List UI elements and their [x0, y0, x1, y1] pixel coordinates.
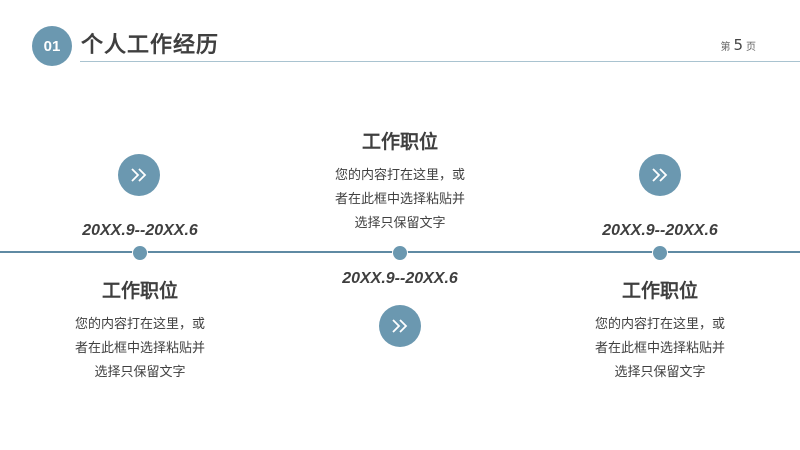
timeline-date-2: 20XX.9--20XX.6 [342, 270, 458, 287]
page-number: 第 5 页 [720, 36, 756, 54]
desc-line: 选择只保留文字 [354, 216, 446, 231]
item-description: 您的内容打在这里，或 者在此框中选择粘贴并 选择只保留文字 [40, 313, 240, 385]
desc-line: 者在此框中选择粘贴并 [594, 341, 725, 356]
item-title: 工作职位 [361, 131, 438, 153]
timeline-dot-3 [652, 245, 668, 261]
section-number-badge: 01 [32, 26, 72, 66]
timeline-date-3: 20XX.9--20XX.6 [602, 222, 718, 239]
header-divider [80, 61, 800, 62]
page-prefix: 第 [720, 42, 731, 53]
timeline-date-1: 20XX.9--20XX.6 [82, 222, 198, 239]
double-chevron-right-icon [379, 305, 421, 347]
item-title: 工作职位 [101, 280, 178, 302]
desc-line: 您的内容打在这里，或 [334, 168, 465, 183]
desc-line: 您的内容打在这里，或 [74, 317, 205, 332]
page-title: 个人工作经历 [81, 33, 220, 58]
desc-line: 者在此框中选择粘贴并 [74, 341, 205, 356]
double-chevron-right-icon [118, 154, 160, 196]
page-suffix: 页 [746, 42, 756, 53]
timeline-dot-1 [132, 245, 148, 261]
page-number-value: 5 [733, 36, 743, 54]
timeline-item-1: 工作职位 您的内容打在这里，或 者在此框中选择粘贴并 选择只保留文字 [40, 276, 240, 385]
timeline-item-2: 工作职位 您的内容打在这里，或 者在此框中选择粘贴并 选择只保留文字 [300, 127, 500, 236]
desc-line: 选择只保留文字 [614, 365, 706, 380]
item-title: 工作职位 [621, 280, 698, 302]
item-description: 您的内容打在这里，或 者在此框中选择粘贴并 选择只保留文字 [300, 164, 500, 236]
timeline-item-3: 工作职位 您的内容打在这里，或 者在此框中选择粘贴并 选择只保留文字 [560, 276, 760, 385]
timeline-dot-2 [392, 245, 408, 261]
desc-line: 选择只保留文字 [94, 365, 186, 380]
double-chevron-right-icon [639, 154, 681, 196]
desc-line: 您的内容打在这里，或 [594, 317, 725, 332]
item-description: 您的内容打在这里，或 者在此框中选择粘贴并 选择只保留文字 [560, 313, 760, 385]
desc-line: 者在此框中选择粘贴并 [334, 192, 465, 207]
